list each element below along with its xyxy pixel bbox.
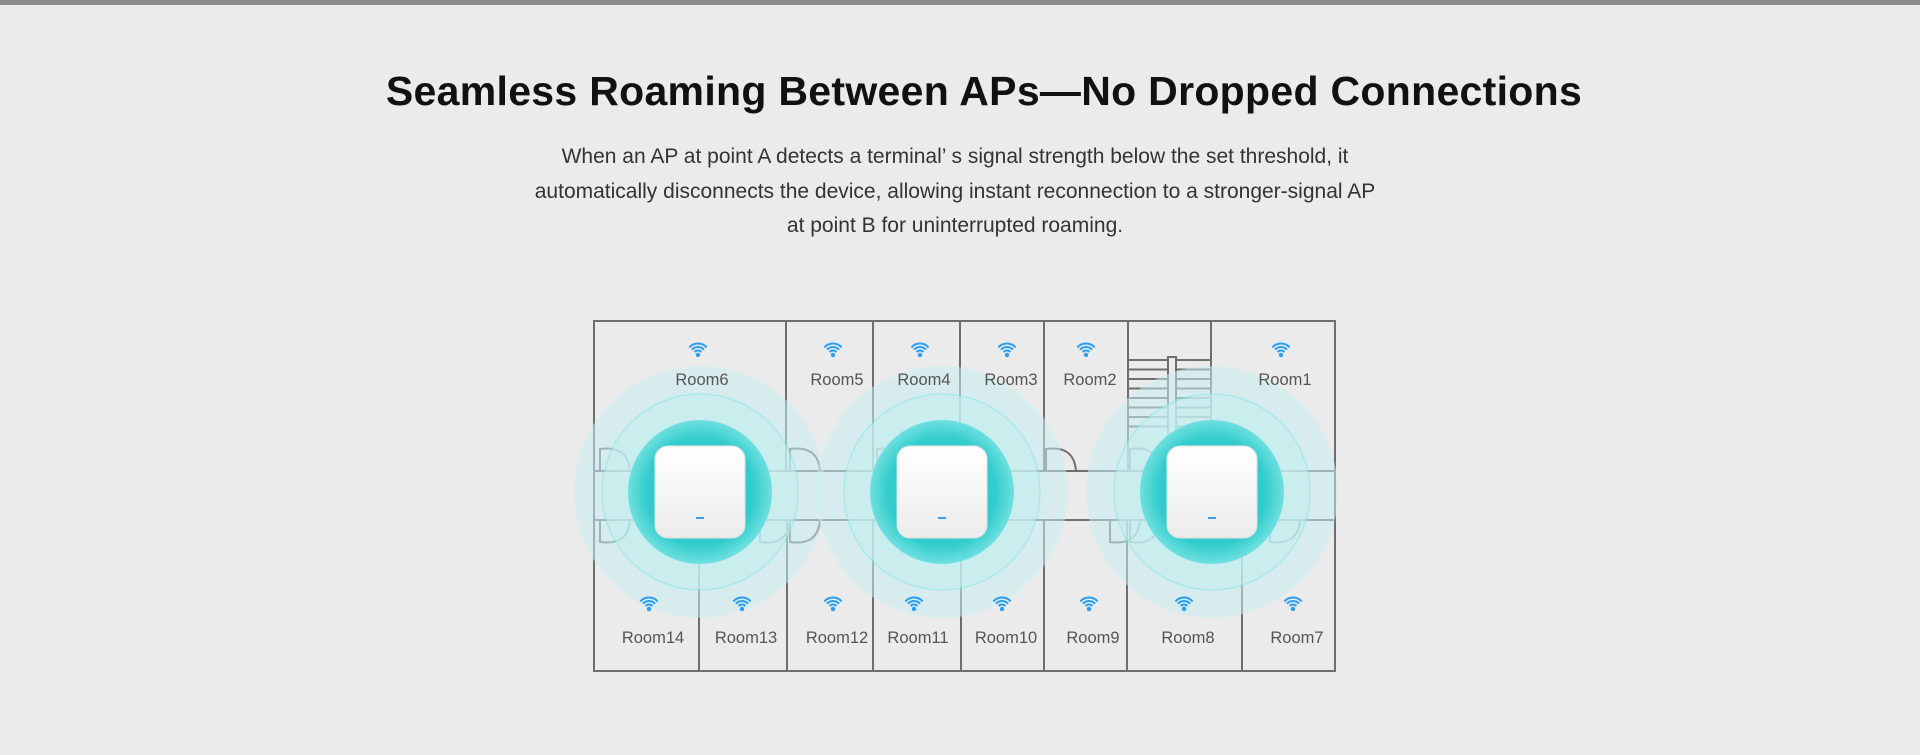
room-room4: Room4 [897, 342, 951, 389]
wifi-icon [1283, 596, 1303, 612]
room-label: Room12 [806, 629, 868, 647]
room-room14: Room14 [622, 596, 684, 647]
room-label: Room8 [1161, 629, 1214, 647]
access-point-device [896, 445, 988, 539]
access-point-device [654, 445, 746, 539]
led-indicator-icon [1208, 517, 1216, 519]
room-label: Room7 [1270, 629, 1323, 647]
description-line: When an AP at point A detects a terminal… [561, 145, 1349, 168]
room-label: Room6 [675, 371, 728, 389]
room-room6: Room6 [675, 342, 729, 389]
room-label: Room14 [622, 629, 684, 647]
room-label: Room9 [1066, 629, 1119, 647]
room-room11: Room11 [887, 596, 949, 647]
room-room5: Room5 [810, 342, 864, 389]
room-room1: Room1 [1258, 342, 1312, 389]
wifi-icon [688, 342, 708, 358]
room-label: Room1 [1258, 371, 1311, 389]
room-room3: Room3 [984, 342, 1038, 389]
room-room8: Room8 [1161, 596, 1215, 647]
access-point-device [1166, 445, 1258, 539]
wifi-icon [904, 596, 924, 612]
led-indicator-icon [696, 517, 704, 519]
room-room12: Room12 [806, 596, 868, 647]
room-room10: Room10 [975, 596, 1037, 647]
wifi-icon [997, 342, 1017, 358]
wifi-icon [639, 596, 659, 612]
page-description: When an AP at point A detects a terminal… [0, 140, 1910, 244]
page-title: Seamless Roaming Between APs—No Dropped … [385, 68, 1583, 114]
room-label: Room4 [897, 371, 950, 389]
room-label: Room5 [810, 371, 863, 389]
room-label: Room2 [1063, 371, 1116, 389]
description-line: automatically disconnects the device, al… [534, 179, 1376, 203]
description-line: at point B for uninterrupted roaming. [786, 214, 1124, 237]
wifi-icon [1076, 342, 1096, 358]
access-points [654, 445, 1258, 539]
wifi-icon [823, 342, 843, 358]
wifi-icon [1079, 596, 1099, 612]
wifi-icon [1271, 342, 1291, 358]
wifi-icon [823, 596, 843, 612]
room-label: Room13 [715, 629, 777, 647]
led-indicator-icon [938, 517, 946, 519]
room-room9: Room9 [1066, 596, 1120, 647]
top-bar [0, 0, 1920, 5]
wifi-icon [992, 596, 1012, 612]
room-label: Room10 [975, 629, 1037, 647]
room-room13: Room13 [715, 596, 777, 647]
room-label: Room11 [887, 629, 948, 647]
wifi-icon [1174, 596, 1194, 612]
room-room2: Room2 [1063, 342, 1117, 389]
wifi-icon [910, 342, 930, 358]
room-label: Room3 [984, 371, 1037, 389]
wifi-icon [732, 596, 752, 612]
room-room7: Room7 [1270, 596, 1324, 647]
